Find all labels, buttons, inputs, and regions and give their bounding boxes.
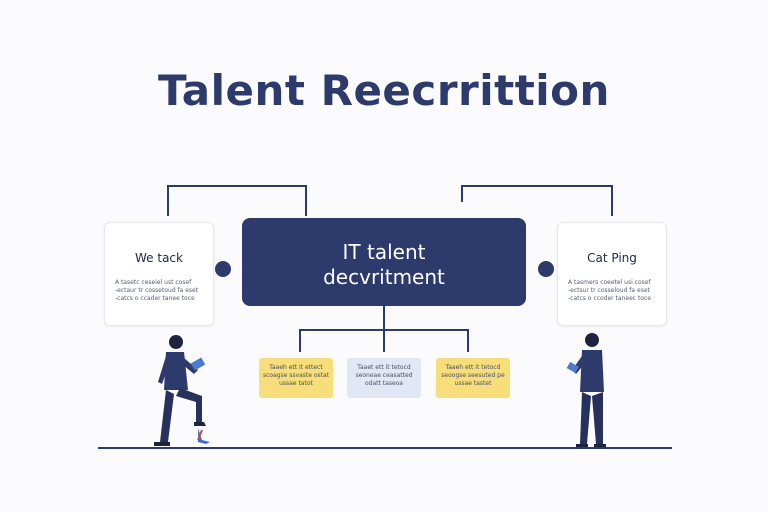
main-node: IT talent decvritment <box>242 218 526 306</box>
person-left-illustration <box>154 335 210 446</box>
left-card-title: We tack <box>135 251 183 265</box>
left-card-text: A tasetc ceseiel ust cosef -ectaur tr co… <box>115 279 199 302</box>
left-card: We tack A tasetc ceseiel ust cosef -ecta… <box>104 222 214 326</box>
ground-line <box>98 447 672 449</box>
main-node-line2: decvritment <box>323 265 445 289</box>
sub-node-1: Taaeh ett it ettect scoagse ssvaste osta… <box>259 358 333 398</box>
right-connector-dot <box>538 261 554 277</box>
connector-right-top <box>461 185 613 216</box>
sub-node-2: Taaet ett it tetocd seoneae ceasatted od… <box>347 358 421 398</box>
sub-node-3: Taaeh ett it tetocd seoogse seesuted pe … <box>436 358 510 398</box>
left-connector-dot <box>215 261 231 277</box>
main-node-line1: IT talent <box>342 240 426 264</box>
right-card-title: Cat Ping <box>587 251 637 265</box>
right-card: Cat Ping A tasmers coeetel usi cosef -ec… <box>557 222 667 326</box>
diagram-title: Talent Reecrrittion <box>158 66 610 115</box>
connector-left-top <box>167 185 307 216</box>
right-card-text: A tasmers coeetel usi cosef -ectsur tr c… <box>568 279 651 302</box>
person-right-illustration <box>566 333 606 448</box>
